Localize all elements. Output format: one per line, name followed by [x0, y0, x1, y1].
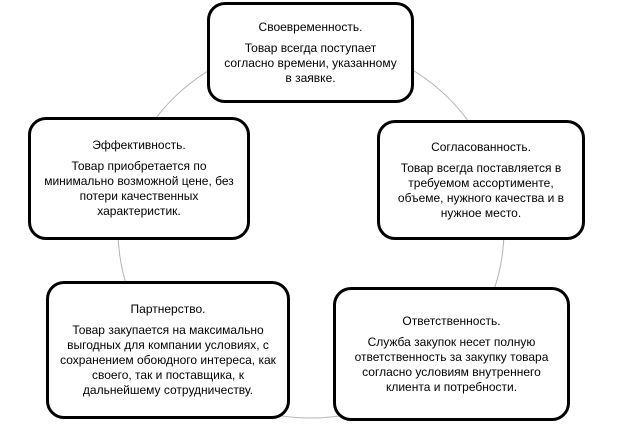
node-timeliness-title: Своевременность. — [258, 19, 363, 34]
node-responsibility: Ответственность. Служба закупок несет по… — [333, 287, 570, 421]
node-consistency-body: Товар всегда поставляется в требуемом ас… — [397, 160, 565, 220]
node-consistency-title: Согласованность. — [431, 139, 531, 154]
node-responsibility-title: Ответственность. — [402, 313, 501, 328]
node-partnership-title: Партнерство. — [130, 302, 206, 316]
node-responsibility-body: Служба закупок несет полную ответственно… — [354, 334, 549, 394]
node-efficiency-title: Эффективность. — [92, 138, 186, 152]
node-efficiency-body: Товар приобретается по минимально возмож… — [44, 159, 234, 218]
node-timeliness: Своевременность. Товар всегда поступает … — [207, 2, 414, 103]
node-partnership: Партнерство. Товар закупается на максима… — [46, 281, 290, 419]
node-partnership-body: Товар закупается на максимально выгодных… — [60, 323, 276, 397]
node-consistency: Согласованность. Товар всегда поставляет… — [377, 120, 585, 240]
node-timeliness-body: Товар всегда поступает согласно времени,… — [224, 40, 397, 85]
node-efficiency: Эффективность. Товар приобретается по ми… — [28, 117, 250, 240]
